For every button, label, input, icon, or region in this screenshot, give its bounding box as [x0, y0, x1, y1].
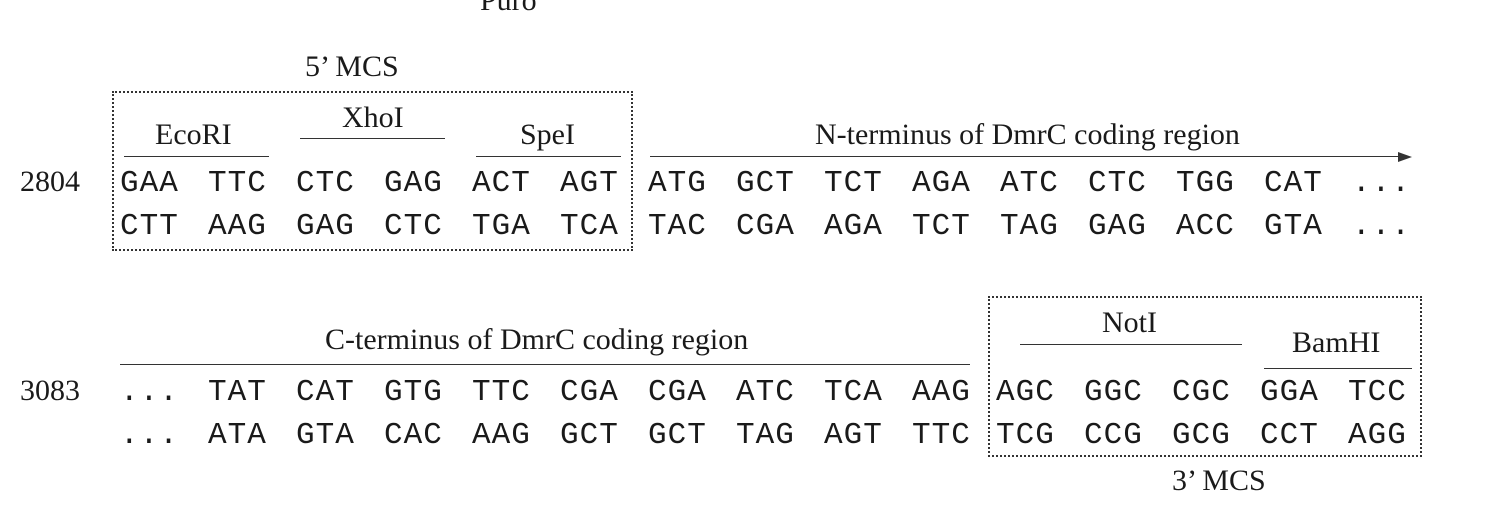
ellipsis: ...	[120, 375, 179, 410]
codon: TCC	[1348, 375, 1407, 410]
codon: ATC	[736, 375, 795, 410]
codon: CCG	[1084, 418, 1143, 453]
codon: TAT	[208, 375, 267, 410]
site-line-xhoi	[300, 138, 445, 139]
codon: CCT	[1260, 418, 1319, 453]
codon: TTC	[912, 418, 971, 453]
codon: CTC	[296, 166, 355, 201]
codon: TAG	[736, 418, 795, 453]
n-terminus-arrow-line	[650, 156, 1400, 157]
site-line-noti	[1020, 344, 1242, 345]
site-label-spei: SpeI	[520, 118, 575, 151]
codon: AAG	[208, 209, 267, 244]
site-line-ecori	[124, 156, 269, 157]
site-label-ecori: EcoRI	[155, 118, 232, 151]
codon: TCG	[996, 418, 1055, 453]
mcs-5prime-box	[112, 91, 633, 251]
codon: CGA	[648, 375, 707, 410]
n-terminus-label: N-terminus of DmrC coding region	[815, 118, 1240, 151]
codon: CGA	[736, 209, 795, 244]
mcs-5prime-label: 5’ MCS	[305, 50, 399, 83]
codon: GTA	[296, 418, 355, 453]
codon: AGT	[824, 418, 883, 453]
site-line-bamhi	[1264, 368, 1412, 369]
codon: TCT	[912, 209, 971, 244]
codon: CAC	[384, 418, 443, 453]
codon: AGT	[560, 166, 619, 201]
codon: GCT	[560, 418, 619, 453]
codon: GAG	[1088, 209, 1147, 244]
codon: CGA	[560, 375, 619, 410]
codon: GTA	[1264, 209, 1323, 244]
site-line-spei	[476, 156, 621, 157]
codon: AAG	[912, 375, 971, 410]
codon: ATG	[648, 166, 707, 201]
ellipsis: ...	[1352, 166, 1411, 201]
codon: GCT	[736, 166, 795, 201]
codon: ACC	[1176, 209, 1235, 244]
site-label-bamhi: BamHI	[1292, 326, 1381, 359]
codon: AGG	[1348, 418, 1407, 453]
codon: CTC	[384, 209, 443, 244]
top-fragment-label: Puro	[480, 0, 537, 17]
position-2804: 2804	[20, 165, 80, 198]
site-label-noti: NotI	[1102, 306, 1157, 339]
codon: TGA	[472, 209, 531, 244]
ellipsis: ...	[120, 418, 179, 453]
codon: GCG	[1172, 418, 1231, 453]
codon: GAG	[296, 209, 355, 244]
codon: TAG	[1000, 209, 1059, 244]
codon: ACT	[472, 166, 531, 201]
mcs-3prime-label: 3’ MCS	[1172, 464, 1266, 497]
codon: TCT	[824, 166, 883, 201]
codon: AGA	[912, 166, 971, 201]
codon: CAT	[1264, 166, 1323, 201]
codon: AGA	[824, 209, 883, 244]
codon: GAG	[384, 166, 443, 201]
codon: GCT	[648, 418, 707, 453]
codon: TTC	[208, 166, 267, 201]
codon: TCA	[560, 209, 619, 244]
codon: AGC	[996, 375, 1055, 410]
codon: ATC	[1000, 166, 1059, 201]
n-terminus-arrowhead	[1398, 152, 1412, 162]
codon: CGC	[1172, 375, 1231, 410]
codon: TGG	[1176, 166, 1235, 201]
codon: GGA	[1260, 375, 1319, 410]
codon: GTG	[384, 375, 443, 410]
mcs-3prime-box	[988, 296, 1422, 457]
codon: CAT	[296, 375, 355, 410]
codon: TAC	[648, 209, 707, 244]
site-label-xhoi: XhoI	[342, 101, 404, 134]
c-terminus-line	[120, 364, 970, 365]
codon: TCA	[824, 375, 883, 410]
codon: TTC	[472, 375, 531, 410]
codon: ATA	[208, 418, 267, 453]
codon: CTC	[1088, 166, 1147, 201]
codon: CTT	[120, 209, 179, 244]
codon: AAG	[472, 418, 531, 453]
codon: GAA	[120, 166, 179, 201]
codon: GGC	[1084, 375, 1143, 410]
c-terminus-label: C-terminus of DmrC coding region	[325, 323, 749, 356]
position-3083: 3083	[20, 374, 80, 407]
ellipsis: ...	[1352, 209, 1411, 244]
